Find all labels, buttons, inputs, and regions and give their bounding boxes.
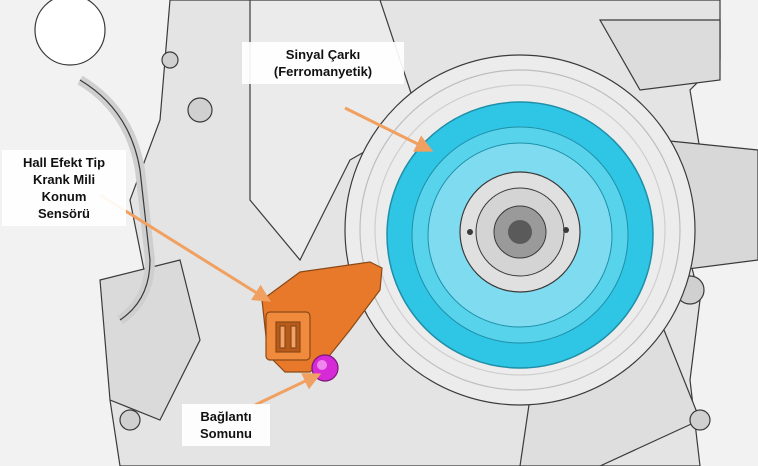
callout-arrows — [99, 106, 434, 407]
label-hall-sensor-line1: Hall Efekt Tip — [22, 155, 106, 170]
label-hall-sensor-line2: Krank Mili — [32, 172, 96, 187]
label-nut-line1: Bağlantı — [200, 409, 252, 424]
arrow-signal-wheel — [344, 106, 434, 152]
signal-wheel — [386, 101, 654, 369]
hall-sensor — [261, 261, 383, 373]
label-signal-wheel: Sinyal Çarkı (Ferromanyetik) — [242, 42, 404, 84]
label-signal-wheel-line1: Sinyal Çarkı — [285, 47, 361, 62]
label-hall-sensor: Hall Efekt Tip Krank Mili Konum Sensörü — [2, 150, 126, 226]
label-signal-wheel-line2: (Ferromanyetik) — [273, 64, 373, 79]
label-hall-sensor-line4: Sensörü — [37, 206, 90, 221]
arrow-nut — [254, 373, 322, 407]
arrow-hall-sensor — [99, 193, 272, 302]
label-nut-line2: Somunu — [200, 426, 252, 441]
label-nut: Bağlantı Somunu — [182, 404, 270, 446]
label-hall-sensor-line3: Konum — [41, 189, 87, 204]
